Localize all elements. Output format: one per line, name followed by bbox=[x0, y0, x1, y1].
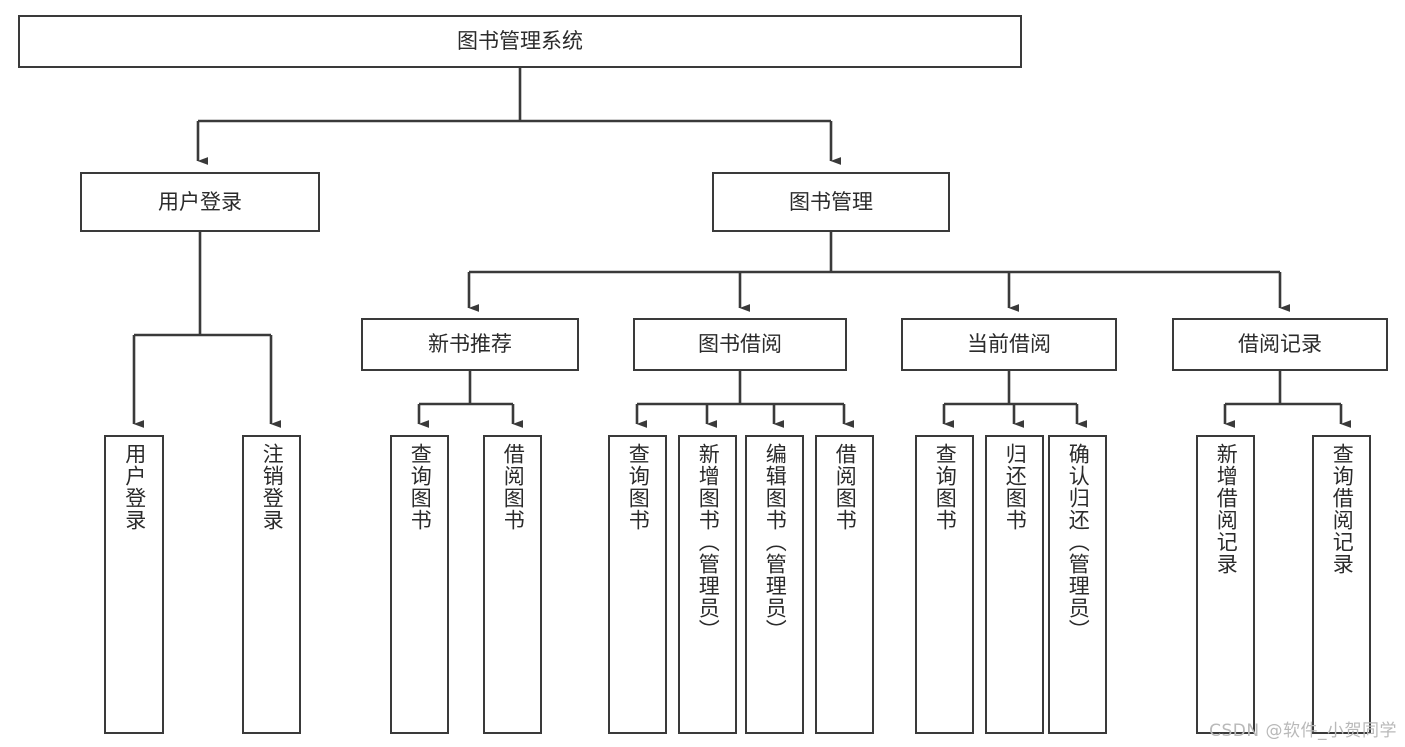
node-leaf-query-book-2[interactable]: 查询图书 bbox=[608, 435, 667, 734]
node-leaf-query-book-1[interactable]: 查询图书 bbox=[390, 435, 449, 734]
node-leaf-confirm-return-label: 确认归还（管理员） bbox=[1066, 443, 1091, 641]
node-root[interactable]: 图书管理系统 bbox=[18, 15, 1022, 68]
node-book-borrow-label: 图书借阅 bbox=[698, 332, 782, 357]
node-leaf-logout-label: 注销登录 bbox=[260, 443, 285, 531]
node-book-borrow[interactable]: 图书借阅 bbox=[633, 318, 847, 371]
node-leaf-return-book-label: 归还图书 bbox=[1003, 443, 1028, 531]
node-leaf-add-borrow-record[interactable]: 新增借阅记录 bbox=[1196, 435, 1255, 734]
node-root-label: 图书管理系统 bbox=[457, 29, 583, 54]
node-book-manage-label: 图书管理 bbox=[789, 189, 873, 214]
node-leaf-user-login[interactable]: 用户登录 bbox=[104, 435, 164, 734]
node-leaf-borrow-book-2-label: 借阅图书 bbox=[833, 443, 858, 531]
node-leaf-add-book[interactable]: 新增图书（管理员） bbox=[678, 435, 737, 734]
node-user-login[interactable]: 用户登录 bbox=[80, 172, 320, 232]
node-leaf-confirm-return[interactable]: 确认归还（管理员） bbox=[1048, 435, 1107, 734]
node-leaf-user-login-label: 用户登录 bbox=[122, 443, 147, 531]
node-leaf-query-book-2-label: 查询图书 bbox=[626, 443, 651, 531]
node-leaf-query-book-3[interactable]: 查询图书 bbox=[915, 435, 974, 734]
watermark: CSDN @软件_小贺同学 bbox=[1209, 721, 1397, 741]
node-current-borrow[interactable]: 当前借阅 bbox=[901, 318, 1117, 371]
node-leaf-edit-book-label: 编辑图书（管理员） bbox=[763, 443, 788, 641]
node-leaf-borrow-book-1-label: 借阅图书 bbox=[501, 443, 526, 531]
node-leaf-query-book-1-label: 查询图书 bbox=[408, 443, 433, 531]
node-book-manage[interactable]: 图书管理 bbox=[712, 172, 950, 232]
node-borrow-record[interactable]: 借阅记录 bbox=[1172, 318, 1388, 371]
node-leaf-edit-book[interactable]: 编辑图书（管理员） bbox=[745, 435, 804, 734]
node-leaf-add-borrow-record-label: 新增借阅记录 bbox=[1214, 443, 1239, 575]
node-leaf-logout[interactable]: 注销登录 bbox=[242, 435, 301, 734]
node-leaf-query-borrow-record-label: 查询借阅记录 bbox=[1330, 443, 1355, 575]
node-user-login-label: 用户登录 bbox=[158, 189, 242, 214]
node-leaf-query-borrow-record[interactable]: 查询借阅记录 bbox=[1312, 435, 1371, 734]
node-current-borrow-label: 当前借阅 bbox=[967, 332, 1051, 357]
node-new-book-recommend[interactable]: 新书推荐 bbox=[361, 318, 579, 371]
node-leaf-add-book-label: 新增图书（管理员） bbox=[696, 443, 721, 641]
node-new-book-recommend-label: 新书推荐 bbox=[428, 332, 512, 357]
node-leaf-borrow-book-1[interactable]: 借阅图书 bbox=[483, 435, 542, 734]
node-leaf-return-book[interactable]: 归还图书 bbox=[985, 435, 1044, 734]
node-borrow-record-label: 借阅记录 bbox=[1238, 332, 1322, 357]
node-leaf-borrow-book-2[interactable]: 借阅图书 bbox=[815, 435, 874, 734]
node-leaf-query-book-3-label: 查询图书 bbox=[933, 443, 958, 531]
